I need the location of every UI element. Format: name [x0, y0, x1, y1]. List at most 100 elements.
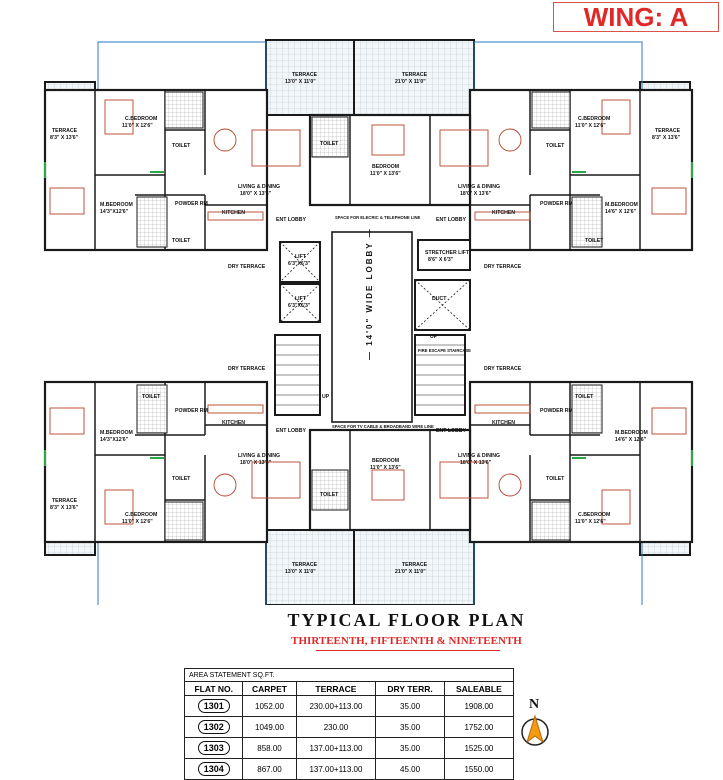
label-stretcher-lift: STRETCHER LIFT: [425, 250, 470, 256]
label-terrace-side-bl: TERRACE: [52, 498, 78, 504]
plan-title: TYPICAL FLOOR PLAN: [287, 610, 526, 630]
label-powder-tr: POWDER RM: [540, 201, 573, 207]
label-living-tl: LIVING & DINING: [238, 184, 280, 190]
label-mbed-bl-dim: 14'3"X12'6": [100, 437, 129, 443]
dry-value: 35.00: [375, 695, 445, 717]
label-elec-space-top: SPACE FOR ELECRIC & TELEPHONE LINE: [335, 215, 421, 220]
carpet-value: 1049.00: [242, 716, 297, 738]
label-cbed-tl-dim: 11'0" X 12'6": [122, 123, 153, 129]
carpet-value: 867.00: [242, 758, 297, 780]
label-toilet-br: TOILET: [575, 394, 594, 400]
label-stretcher-lift-dim: 8'6" X 6'3": [428, 257, 454, 263]
label-toilet-bl2: TOILET: [172, 476, 191, 482]
label-cbed-tl: C.BEDROOM: [125, 116, 157, 122]
label-living-br-dim: 18'0" X 13'6": [460, 460, 492, 466]
label-terrace-side-tr-dim: 8'3" X 13'6": [652, 135, 681, 141]
label-kitchen-bl: KITCHEN: [222, 420, 245, 426]
label-terrace-side-tr: TERRACE: [655, 128, 681, 134]
north-arrow-icon: N: [521, 697, 549, 746]
label-dry-terrace-tl: DRY TERRACE: [228, 264, 266, 270]
label-terrace-top-left-dim: 13'0" X 11'0": [285, 79, 316, 85]
label-mbed-br: M.BEDROOM: [615, 430, 648, 436]
label-bedroom-bottom: BEDROOM: [372, 458, 399, 464]
label-terrace-top-left: TERRACE: [292, 72, 318, 78]
label-toilet-top-center: TOILET: [320, 141, 339, 147]
flat-no: 1304: [197, 762, 230, 776]
label-cbed-br-dim: 11'0" X 12'6": [575, 519, 606, 525]
label-lift-2-dim: 6'3"X6'3": [288, 303, 311, 309]
label-powder-br: POWDER RM: [540, 408, 573, 414]
label-toilet-tl2: TOILET: [172, 238, 191, 244]
col-terrace: TERRACE: [295, 681, 377, 696]
label-toilet-bottom-center: TOILET: [320, 492, 339, 498]
label-bedroom-top: BEDROOM: [372, 164, 399, 170]
terrace-value: 137.00+113.00: [295, 737, 377, 759]
subtitle-underline: [316, 650, 500, 651]
label-cbed-br: C.BEDROOM: [578, 512, 610, 518]
label-dry-terrace-tr: DRY TERRACE: [484, 264, 522, 270]
saleable-value: 1550.00: [443, 758, 515, 780]
label-kitchen-tr: KITCHEN: [492, 210, 515, 216]
dry-value: 35.00: [375, 737, 445, 759]
label-ent-lobby-br: ENT LOBBY: [436, 428, 467, 434]
label-terrace-bottom-right: TERRACE: [402, 562, 428, 568]
label-up-left: UP: [322, 394, 330, 400]
terrace-value: 230.00+113.00: [295, 695, 377, 717]
label-powder-bl: POWDER RM: [175, 408, 208, 414]
label-living-tr: LIVING & DINING: [458, 184, 500, 190]
label-toilet-tr2: TOILET: [585, 238, 604, 244]
table-row: 1304 867.00 137.00+113.00 45.00 1550.00: [183, 758, 515, 780]
plan-subtitle: THIRTEENTH, FIFTEENTH & NINETEENTH: [291, 635, 522, 647]
furniture: [49, 99, 687, 525]
label-terrace-bottom-left-dim: 13'0" X 11'0": [285, 569, 316, 575]
label-lift-2: LIFT: [295, 296, 307, 302]
label-kitchen-br: KITCHEN: [492, 420, 515, 426]
wing-label: WING: A: [553, 2, 719, 32]
label-terrace-side-tl-dim: 8'3" X 13'6": [50, 135, 79, 141]
north-label: N: [529, 697, 539, 712]
terrace-value: 137.00+113.00: [295, 758, 377, 780]
terrace-top-left: [265, 39, 355, 116]
flat-no: 1303: [197, 741, 230, 755]
label-mbed-tr-dim: 14'6" X 12'6": [605, 209, 637, 215]
floor-plan-drawing: TERRACE 13'0" X 11'0" TERRACE 21'0" X 11…: [43, 39, 694, 605]
label-lift-1: LIFT: [295, 254, 307, 260]
terrace-bottom-right: [353, 529, 475, 605]
label-toilet-tr: TOILET: [546, 143, 565, 149]
label-terrace-bottom-left: TERRACE: [292, 562, 318, 568]
area-statement-table: AREA STATEMENT SQ.FT. FLAT NO. CARPET TE…: [183, 668, 515, 780]
label-terrace-side-tl: TERRACE: [52, 128, 78, 134]
label-elec-space-bottom: SPACE FOR TV CABLE & BROADBAND WIRE LINE: [332, 424, 434, 429]
table-row: 1302 1049.00 230.00 35.00 1752.00: [183, 716, 515, 738]
label-toilet-bl: TOILET: [142, 394, 161, 400]
label-ent-lobby-bl: ENT LOBBY: [276, 428, 307, 434]
label-cbed-bl-dim: 11'0" X 12'6": [122, 519, 153, 525]
label-lift-1-dim: 6'3"X6'3": [288, 261, 311, 267]
label-terrace-bottom-right-dim: 21'0" X 11'0": [395, 569, 426, 575]
label-dry-terrace-br: DRY TERRACE: [484, 366, 522, 372]
col-flat-no: FLAT NO.: [183, 681, 244, 696]
label-cbed-tr: C.BEDROOM: [578, 116, 610, 122]
label-living-bl-dim: 18'0" X 13'6": [240, 460, 272, 466]
label-ent-lobby-tl: ENT LOBBY: [276, 217, 307, 223]
table-row: 1303 858.00 137.00+113.00 35.00 1525.00: [183, 737, 515, 759]
area-statement-caption: AREA STATEMENT SQ.FT.: [184, 668, 514, 682]
label-cbed-bl: C.BEDROOM: [125, 512, 157, 518]
label-ent-lobby-tr: ENT LOBBY: [436, 217, 467, 223]
label-bedroom-top-dim: 11'0" X 13'6": [370, 171, 401, 177]
flat-no: 1302: [197, 720, 230, 734]
label-mbed-tl: M.BEDROOM: [100, 202, 133, 208]
label-bedroom-bottom-dim: 11'0" X 13'6": [370, 465, 401, 471]
label-mbed-bl: M.BEDROOM: [100, 430, 133, 436]
label-toilet-tl: TOILET: [172, 143, 191, 149]
label-up-right: UP: [430, 334, 438, 340]
saleable-value: 1908.00: [443, 695, 515, 717]
label-living-tl-dim: 18'0" X 13'6": [240, 191, 272, 197]
label-dry-terrace-bl: DRY TERRACE: [228, 366, 266, 372]
label-terrace-side-bl-dim: 8'3" X 13'6": [50, 505, 79, 511]
saleable-value: 1525.00: [443, 737, 515, 759]
label-living-br: LIVING & DINING: [458, 453, 500, 459]
label-living-tr-dim: 18'0" X 13'6": [460, 191, 492, 197]
terrace-top-right: [353, 39, 475, 116]
label-terrace-top-right: TERRACE: [402, 72, 428, 78]
